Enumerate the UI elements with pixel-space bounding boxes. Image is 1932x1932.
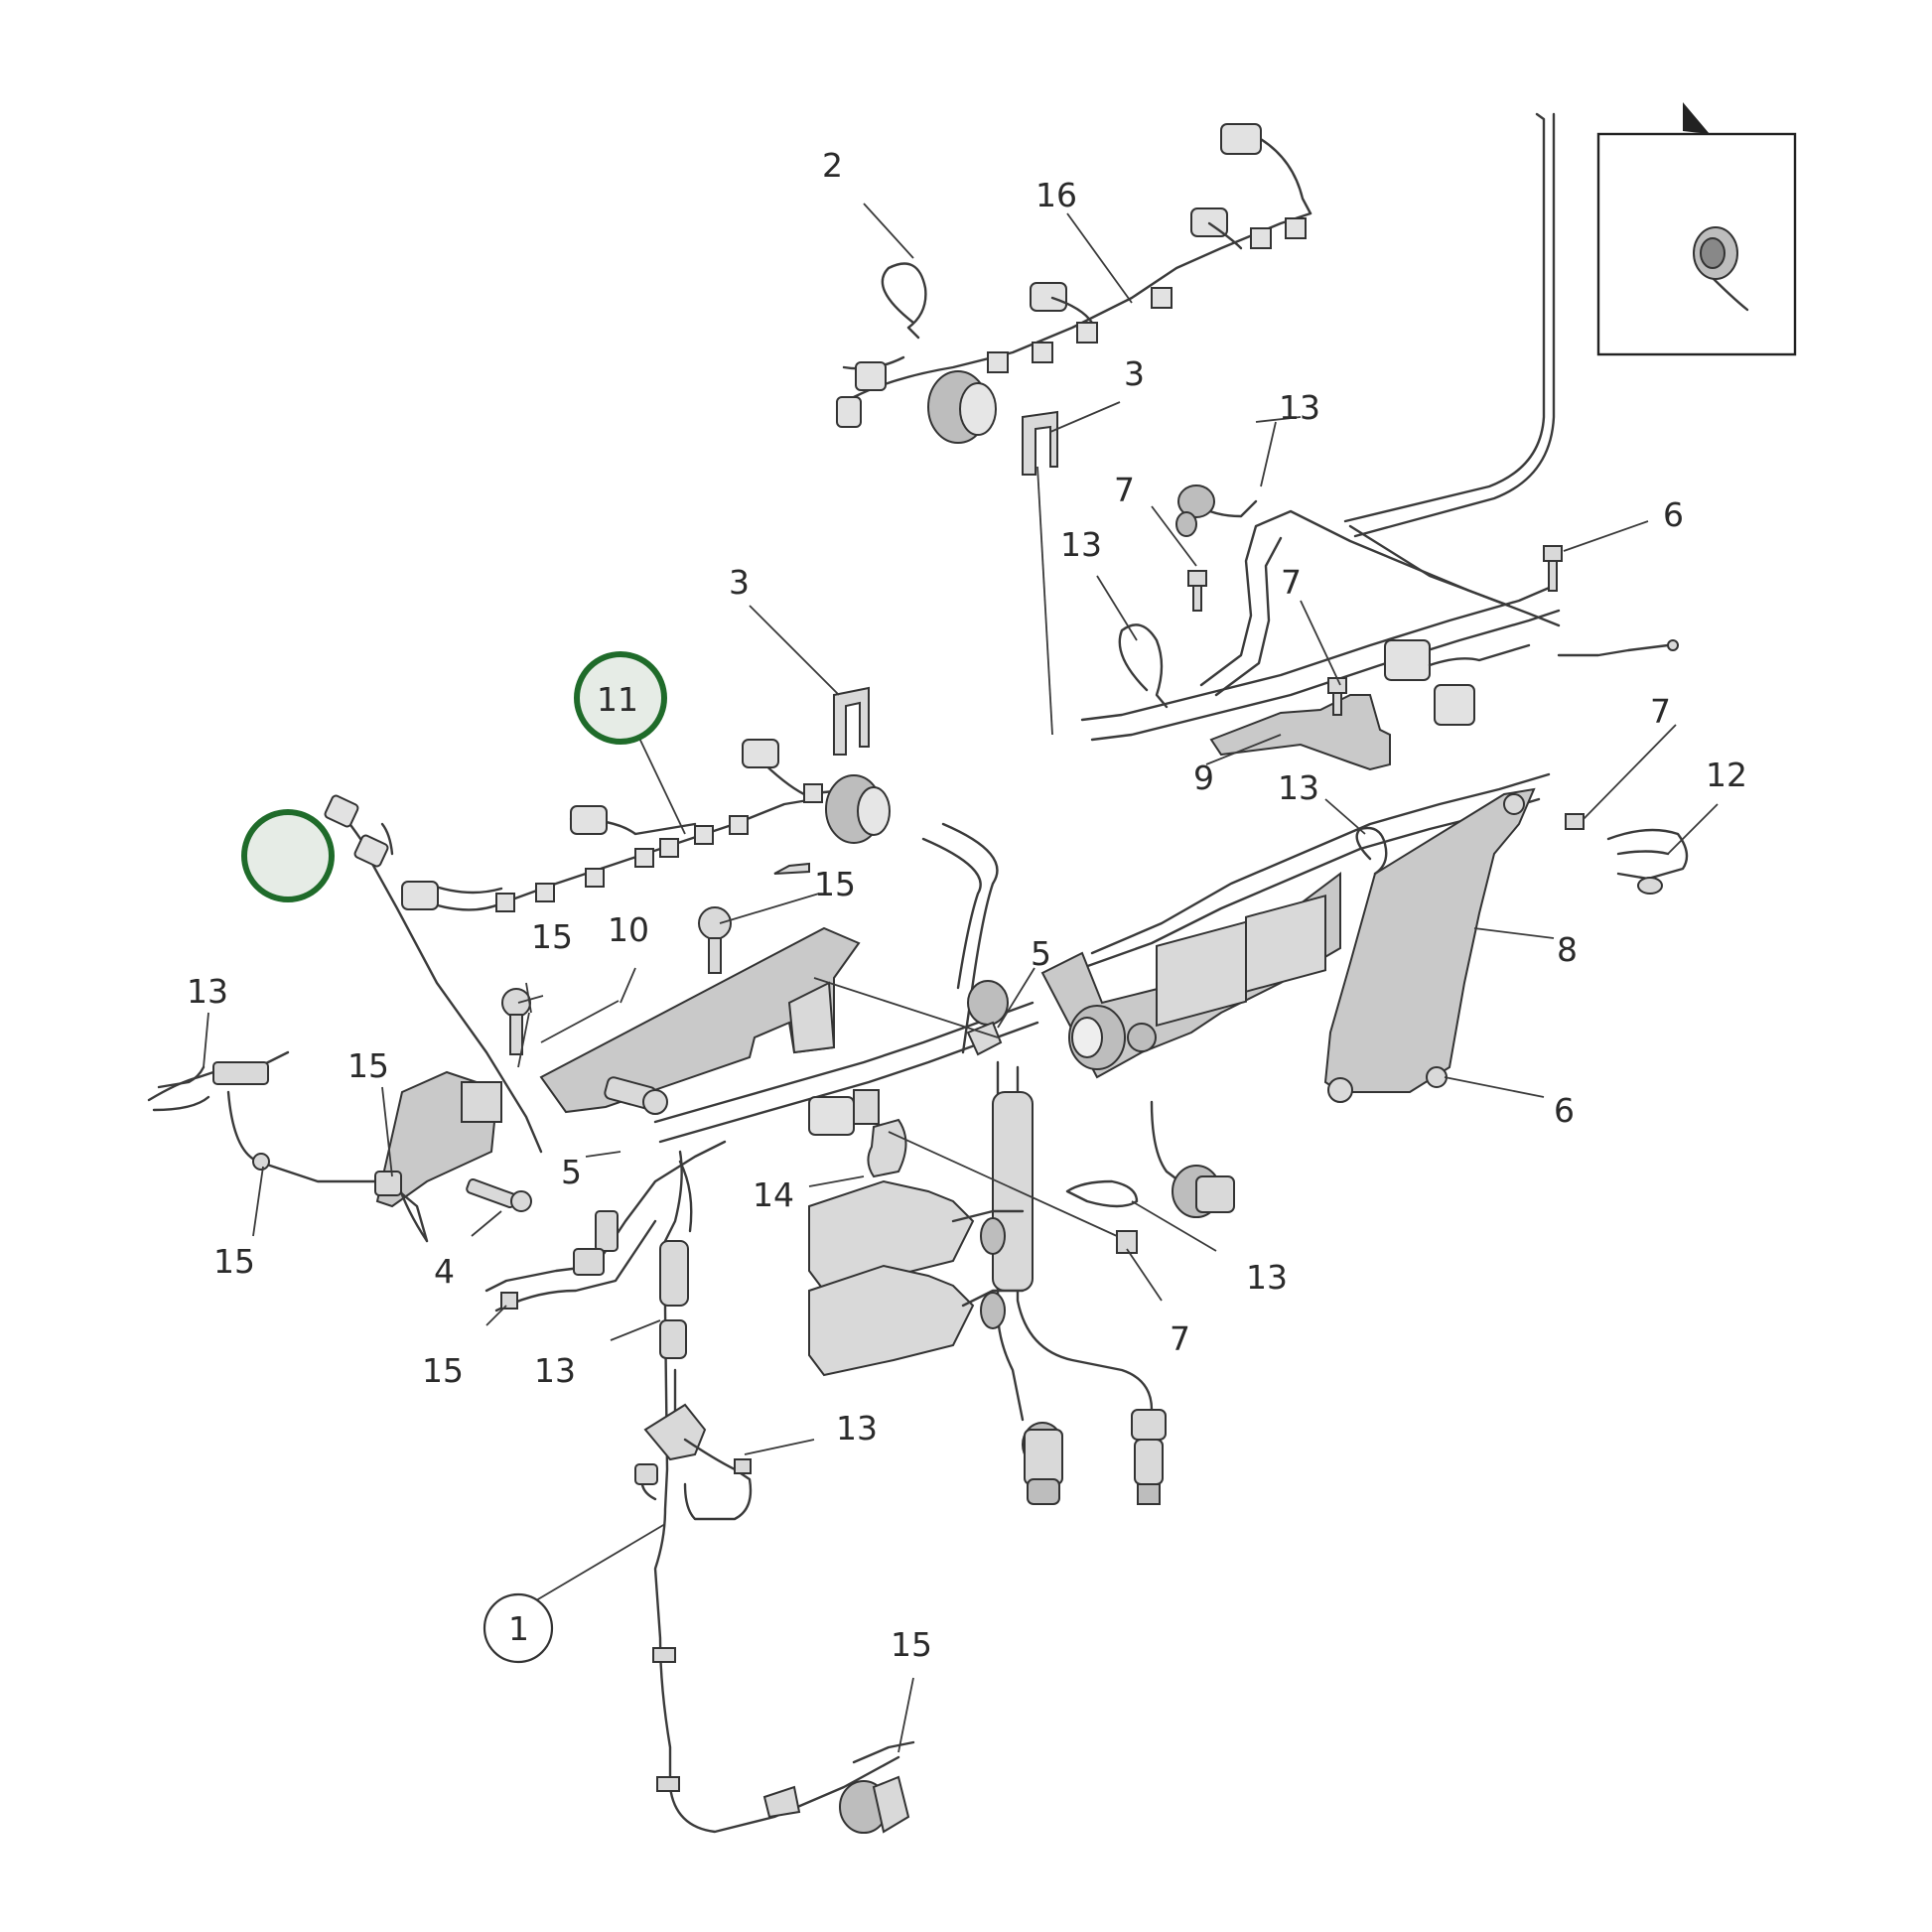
fasteners [466,545,1585,1310]
middle-harness [401,739,891,912]
callout-7-upper[interactable]: 7 [1114,471,1135,509]
callout-14[interactable]: 14 [753,1175,794,1214]
highlight-circle-11[interactable] [574,651,667,745]
lower-left-harness [484,1140,915,1834]
callout-1[interactable]: 1 [508,1609,529,1648]
detail-inset [1596,102,1797,356]
callout-13-upper[interactable]: 13 [1279,388,1320,427]
right-upper-connectors [1175,484,1679,726]
callout-7-lower[interactable]: 7 [1170,1319,1190,1358]
callout-2[interactable]: 2 [822,146,843,185]
leader-lines [203,203,1719,1753]
callout-15-left-bracket[interactable]: 15 [531,917,573,956]
callout-7-right[interactable]: 7 [1650,692,1671,731]
relay-blocks [808,1179,1025,1377]
callout-4[interactable]: 4 [434,1252,455,1291]
callout-3-lower[interactable]: 3 [729,563,750,602]
highlight-circle-empty[interactable] [241,809,335,902]
callout-7-mid[interactable]: 7 [1281,563,1302,602]
callout-3-upper[interactable]: 3 [1124,354,1145,393]
left-wire-assembly [147,794,543,1243]
callout-12[interactable]: 12 [1706,756,1747,794]
callout-13-lower-right[interactable]: 13 [836,1409,878,1448]
callout-6-upper[interactable]: 6 [1663,495,1684,534]
callout-6-lower[interactable]: 6 [1554,1091,1575,1130]
callout-15-mid-left[interactable]: 15 [347,1046,389,1085]
item-1-circle[interactable] [483,1592,554,1664]
callout-11[interactable]: 11 [597,680,638,719]
callout-5-upper[interactable]: 5 [1031,934,1051,973]
callout-9[interactable]: 9 [1193,759,1214,797]
callout-13-left[interactable]: 13 [187,972,228,1011]
callout-5-lower[interactable]: 5 [561,1153,582,1191]
callout-13-right[interactable]: 13 [1246,1258,1288,1297]
callout-15-bottom[interactable]: 15 [891,1625,932,1664]
callout-15-far-left[interactable]: 15 [213,1242,255,1281]
callout-13-bottom[interactable]: 13 [534,1351,576,1390]
callout-13-tie[interactable]: 13 [1060,525,1102,564]
callout-10[interactable]: 10 [608,910,649,949]
callout-15-bottom-left[interactable]: 15 [422,1351,464,1390]
upper-harness [836,123,1312,444]
callout-labels: 2 16 3 13 7 13 6 7 3 11 9 13 7 12 15 15 … [187,146,1747,1664]
callout-8[interactable]: 8 [1557,930,1578,969]
callout-13-mid[interactable]: 13 [1278,768,1319,807]
callout-15-top[interactable]: 15 [814,865,856,903]
callout-16[interactable]: 16 [1035,176,1077,214]
